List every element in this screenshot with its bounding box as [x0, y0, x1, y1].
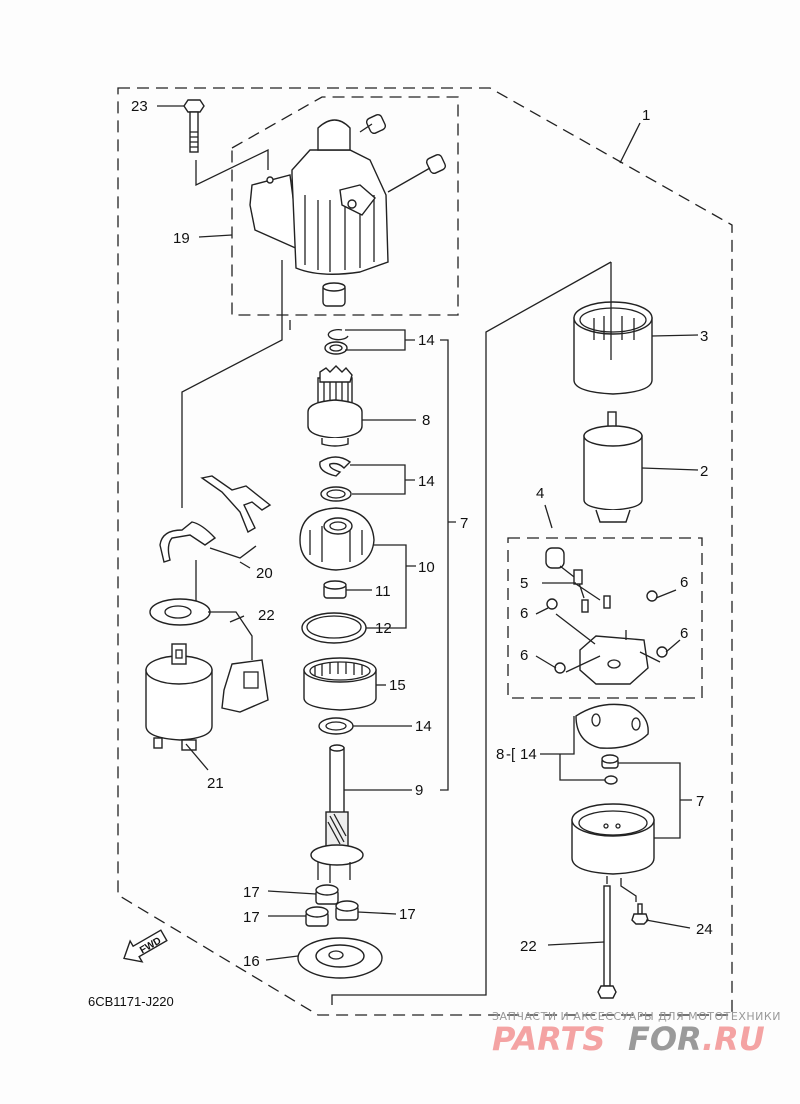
- part-bracket-18: [249, 119, 389, 275]
- callout-8-ref: 8: [496, 746, 504, 763]
- callout-17-a: 17: [243, 884, 260, 901]
- part-pinion-9: [307, 365, 363, 447]
- part-bushing-7: [601, 754, 619, 769]
- part-springs-6: [546, 590, 668, 674]
- brush-holder-boundary: [507, 537, 703, 699]
- part-collar: [322, 113, 447, 307]
- part-clip-14: [324, 329, 349, 355]
- part-internal-gear-15: [303, 657, 377, 711]
- callout-6-b: 6: [520, 605, 528, 622]
- bracket-glyph: -[: [506, 746, 516, 763]
- part-brush-plate: [579, 635, 649, 685]
- callout-6-c: 6: [680, 625, 688, 642]
- callout-3: 3: [700, 328, 708, 345]
- watermark-brand-parts: PARTS: [492, 1020, 605, 1058]
- callout-11: 10: [418, 559, 435, 576]
- callout-17-c: 17: [399, 906, 416, 923]
- callout-16: 16: [243, 953, 260, 970]
- callout-6-d: 6: [520, 647, 528, 664]
- callout-8: 7: [460, 515, 468, 532]
- callout-24: 24: [696, 921, 713, 938]
- part-lever-19: [159, 475, 272, 563]
- part-gear-case-11: [299, 507, 375, 571]
- watermark-brand-for: FOR: [628, 1020, 702, 1058]
- callout-12: 11: [375, 583, 391, 600]
- callout-20: 21: [207, 775, 224, 792]
- callout-1: 1: [642, 107, 650, 124]
- callout-22: 22: [520, 938, 537, 955]
- callout-14-b: 14: [418, 473, 435, 490]
- fwd-label: FWD: [138, 935, 163, 956]
- part-armature-2: [583, 411, 643, 523]
- part-screw-24: [631, 903, 649, 925]
- part-bushing-12: [323, 580, 347, 599]
- callout-14-c: 14: [415, 718, 432, 735]
- part-plate-21: [149, 598, 269, 713]
- part-plate-14-rear: [575, 703, 649, 749]
- assembly-boundary: [117, 87, 733, 1016]
- callout-13: 12: [375, 620, 392, 637]
- leader-lines: [157, 105, 699, 961]
- callout-21: 22: [258, 607, 275, 624]
- part-bolt-23: [183, 99, 205, 153]
- callout-19: 20: [256, 565, 273, 582]
- callout-7: 7: [696, 793, 704, 810]
- watermark-tagline: ЗАПЧАСТИ И АКСЕССУАРЫ ДЛЯ МОТОТЕХНИКИ: [492, 1010, 781, 1023]
- callout-14-d: 14: [520, 746, 537, 763]
- part-shaft-10: [310, 744, 364, 883]
- part-ring-13: [301, 612, 367, 644]
- bracket-boundary: [231, 96, 459, 316]
- callout-6-a: 6: [680, 574, 688, 591]
- part-yoke-3: [573, 301, 653, 395]
- part-washer-14: [318, 717, 354, 735]
- callout-18: 19: [173, 230, 190, 247]
- callout-17-b: 17: [243, 909, 260, 926]
- part-solenoid-20: [145, 643, 213, 751]
- part-through-bolt-22: [597, 885, 617, 999]
- callout-2: 2: [700, 463, 708, 480]
- fwd-arrow-icon: FWD: [123, 929, 168, 963]
- part-plate-16: [297, 937, 383, 979]
- callout-9: 8: [422, 412, 430, 429]
- callout-14-a: 14: [418, 332, 435, 349]
- part-rear-cover-7: [571, 803, 655, 875]
- part-brush-5: [545, 547, 611, 613]
- part-oring-14: [604, 775, 618, 785]
- callout-10: 9: [415, 782, 423, 799]
- callout-4: 4: [536, 485, 544, 502]
- callout-5: 5: [520, 575, 528, 592]
- callout-15: 15: [389, 677, 406, 694]
- part-planet-gears-17: [305, 884, 359, 927]
- watermark-brand-ru: .RU: [702, 1020, 765, 1058]
- callout-23: 23: [131, 98, 148, 115]
- diagram-code: 6CB1171-J220: [88, 994, 174, 1009]
- part-eclip-14: [319, 456, 352, 502]
